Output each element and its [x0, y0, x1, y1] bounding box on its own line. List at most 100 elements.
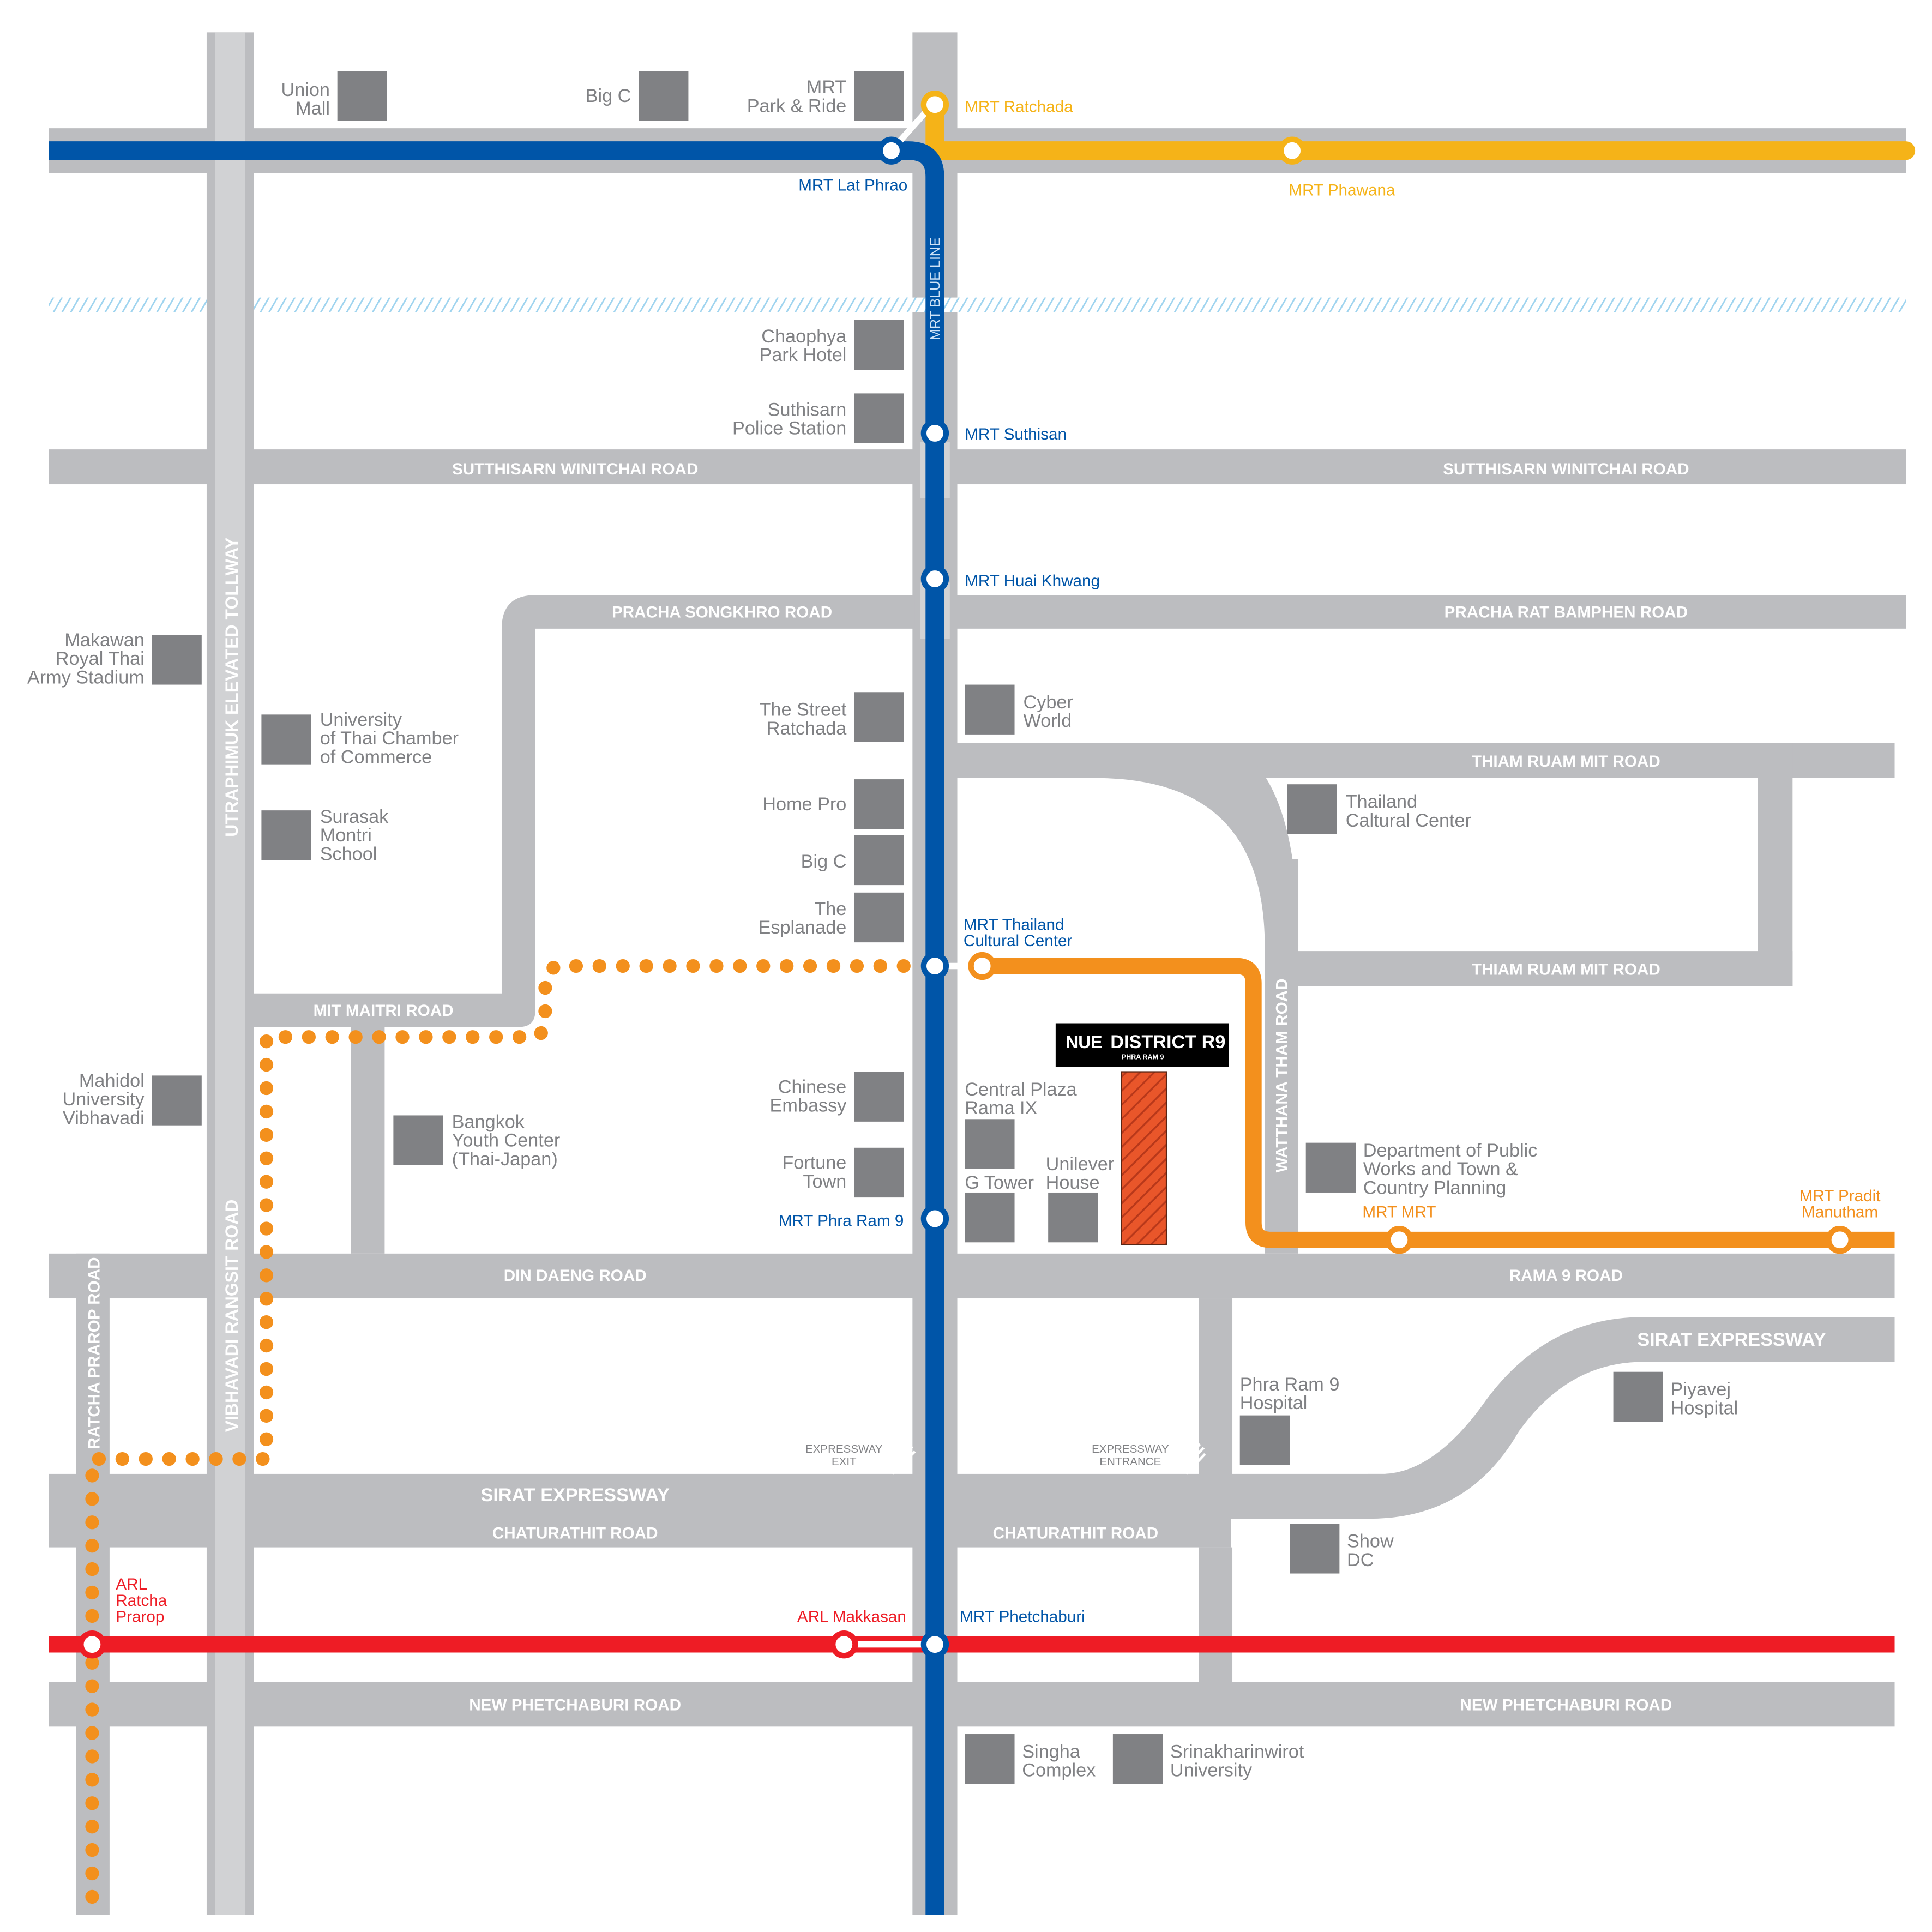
landmark-chaophya [854, 320, 904, 370]
station-marker-suthisan[interactable] [920, 419, 949, 448]
lm-dpt-1: Department of Public [1363, 1140, 1538, 1161]
lm-surasak-3: School [320, 844, 377, 864]
road-new-phetchaburi-left: NEW PHETCHABURI ROAD [469, 1696, 681, 1714]
chaturathit-to-npb-road [1199, 1547, 1233, 1682]
lm-police-1: Suthisarn [768, 399, 847, 420]
station-marker-tcc-blue[interactable] [920, 952, 949, 980]
landmark-labels: Union Mall Big C MRT Park & Ride Chaophy… [27, 77, 1738, 1780]
road-new-phetchaburi-right: NEW PHETCHABURI ROAD [1460, 1696, 1672, 1714]
lm-mahidol-2: University [63, 1089, 145, 1110]
road-utraphimuk: UTRAPHIMUK ELEVATED TOLLWAY [222, 538, 242, 837]
lm-fortune-2: Town [803, 1171, 846, 1192]
project-marker[interactable]: NUE DISTRICT R9 PHRA RAM 9 [1055, 1023, 1229, 1246]
thiam-ruam-mit-right-vert [1758, 743, 1793, 986]
road-chaturathit-left: CHATURATHIT ROAD [492, 1525, 658, 1543]
lm-surasak-1: Surasak [320, 806, 389, 827]
road-rama9: RAMA 9 ROAD [1509, 1267, 1623, 1285]
lm-street-1: The Street [760, 700, 847, 720]
road-thiam-ruam-mit-1: THIAM RUAM MIT ROAD [1472, 753, 1660, 771]
station-marker-phawana[interactable] [1278, 136, 1307, 165]
expressway-ramps [879, 1443, 1206, 1475]
station-label-lat-phrao: MRT Lat Phrao [798, 176, 907, 194]
station-marker-pradit-manutham[interactable] [1826, 1226, 1854, 1254]
lm-cyber-2: World [1024, 711, 1072, 731]
thiam-ruam-mit-lower [1282, 951, 1793, 986]
landmark-union-mall [337, 71, 387, 121]
station-marker-ratchada[interactable] [920, 91, 949, 119]
lm-singha-2: Complex [1022, 1760, 1096, 1781]
lm-piyavej-2: Hospital [1671, 1398, 1738, 1418]
landmark-thailand-cultural [1287, 784, 1337, 834]
bangkok-youth-road [351, 1027, 385, 1254]
road-din-daeng: DIN DAENG ROAD [504, 1267, 647, 1285]
landmark-makawan [152, 635, 202, 685]
road-pracha-songkhro: PRACHA SONGKHRO ROAD [612, 603, 832, 621]
station-label-tcc-2: Cultural Center [964, 932, 1073, 950]
watthana-curve [952, 743, 1299, 946]
lm-makawan-2: Royal Thai [56, 648, 145, 669]
station-label-mrt-mrt: MRT MRT [1362, 1203, 1436, 1221]
landmark-utcc [261, 714, 311, 765]
lm-parkride-1: MRT [806, 77, 847, 98]
landmark-big-c-mid [854, 835, 904, 886]
landmark-street-ratchada [854, 692, 904, 742]
lm-r9hosp-2: Hospital [1240, 1393, 1308, 1413]
expressway-entrance-label-1: EXPRESSWAY [1092, 1443, 1169, 1455]
project-brand-prefix: NUE [1066, 1032, 1102, 1052]
landmark-chinese-embassy [854, 1072, 904, 1122]
landmark-big-c-top [639, 71, 689, 121]
transit-lines [49, 95, 1916, 1922]
lm-singha-1: Singha [1022, 1741, 1081, 1762]
station-marker-huai-khwang[interactable] [920, 564, 949, 593]
station-label-ratcha-prarop-2: Ratcha [116, 1592, 167, 1610]
lm-chaophya-1: Chaophya [761, 326, 847, 347]
road-sirat-right: SIRAT EXPRESSWAY [1637, 1329, 1826, 1350]
lm-makawan-3: Army Stadium [27, 667, 145, 688]
station-markers [78, 91, 1854, 1659]
station-marker-phra-ram-9[interactable] [920, 1205, 949, 1233]
blue-line-name: MRT BLUE LINE [928, 237, 943, 340]
lm-central-1: Central Plaza [965, 1079, 1077, 1100]
station-marker-phetchaburi[interactable] [920, 1630, 949, 1659]
station-label-suthisan: MRT Suthisan [965, 425, 1067, 443]
lm-youth-1: Bangkok [452, 1111, 525, 1132]
din-daeng-road [49, 1253, 1895, 1299]
landmark-surasak [261, 810, 311, 860]
landmark-home-pro [854, 779, 904, 829]
station-marker-tcc-orange[interactable] [968, 952, 996, 980]
road-sutthisarn-left: SUTTHISARN WINITCHAI ROAD [452, 460, 698, 478]
landmark-swu [1112, 1734, 1163, 1784]
road-sutthisarn-right: SUTTHISARN WINITCHAI ROAD [1443, 460, 1689, 478]
lm-mahidol-1: Mahidol [79, 1070, 145, 1091]
pracha-road-right [914, 595, 1906, 629]
station-marker-makkasan[interactable] [830, 1630, 858, 1659]
landmark-fortune-town [854, 1147, 904, 1198]
road-chaturathit-right: CHATURATHIT ROAD [993, 1525, 1159, 1543]
orange-dotted-line [85, 959, 911, 1922]
station-marker-ratcha-prarop[interactable] [78, 1630, 106, 1659]
lm-surasak-2: Montri [320, 825, 372, 846]
road-mit-maitri: MIT MAITRI ROAD [314, 1002, 454, 1020]
station-label-ratcha-prarop-3: Prarop [116, 1608, 164, 1626]
lm-tcc-1: Thailand [1346, 792, 1417, 812]
lm-utcc-2: of Thai Chamber [320, 728, 459, 749]
lm-piyavej-1: Piyavej [1671, 1379, 1731, 1400]
road-watthana-tham: WATTHANA THAM ROAD [1273, 978, 1291, 1172]
landmark-singha [965, 1734, 1015, 1784]
station-label-phetchaburi: MRT Phetchaburi [960, 1608, 1085, 1626]
station-marker-mrt-mrt[interactable] [1385, 1226, 1413, 1254]
expressway-exit-label-2: EXIT [832, 1455, 857, 1468]
landmark-g-tower [965, 1192, 1015, 1243]
sutthisarn-road [49, 449, 1906, 485]
lm-youth-3: (Thai-Japan) [452, 1149, 558, 1170]
station-label-phra-ram-9: MRT Phra Ram 9 [779, 1212, 904, 1230]
road-ratcha-prarop: RATCHA PRAROP ROAD [86, 1257, 104, 1449]
new-phetchaburi-road [49, 1682, 1895, 1727]
station-marker-lat-phrao[interactable] [877, 136, 906, 165]
blue-line [49, 141, 944, 1915]
landmark-unilever [1048, 1192, 1098, 1243]
station-labels: MRT Lat Phrao MRT Ratchada MRT Phawana M… [116, 98, 1881, 1626]
station-label-huai-khwang: MRT Huai Khwang [965, 572, 1100, 590]
lm-youth-2: Youth Center [452, 1130, 561, 1151]
road-sirat-left: SIRAT EXPRESSWAY [481, 1485, 670, 1506]
